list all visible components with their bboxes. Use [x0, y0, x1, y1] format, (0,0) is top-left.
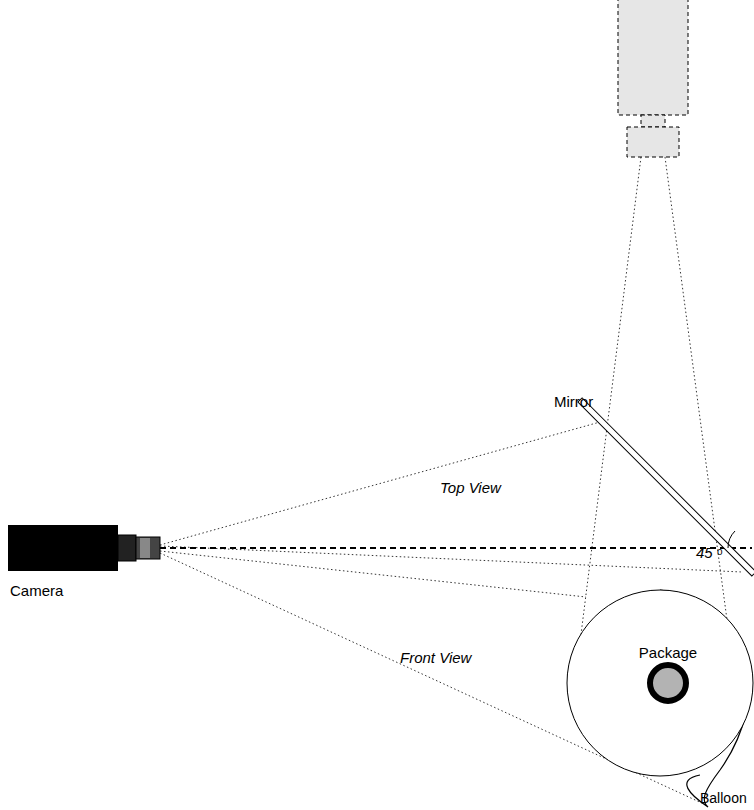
view-label: Front View [400, 650, 471, 667]
node-label: Package [639, 645, 697, 662]
camera-body: Camera [8, 525, 118, 571]
optical-axis [160, 547, 752, 549]
camera-lens [118, 535, 160, 561]
package-circle: Package [567, 590, 753, 776]
mirror [578, 398, 754, 576]
package-ring [650, 665, 686, 701]
degree-mark: o [717, 546, 723, 557]
part-label: Balloon [700, 791, 747, 806]
view-label: Top View [440, 480, 501, 497]
node-label: Camera [10, 583, 63, 600]
angle-arc [728, 531, 735, 548]
part-label: Mirror [554, 394, 593, 411]
overhead-camera [618, 0, 688, 157]
package-disc [567, 590, 753, 776]
angle-value: 45 [696, 545, 713, 562]
